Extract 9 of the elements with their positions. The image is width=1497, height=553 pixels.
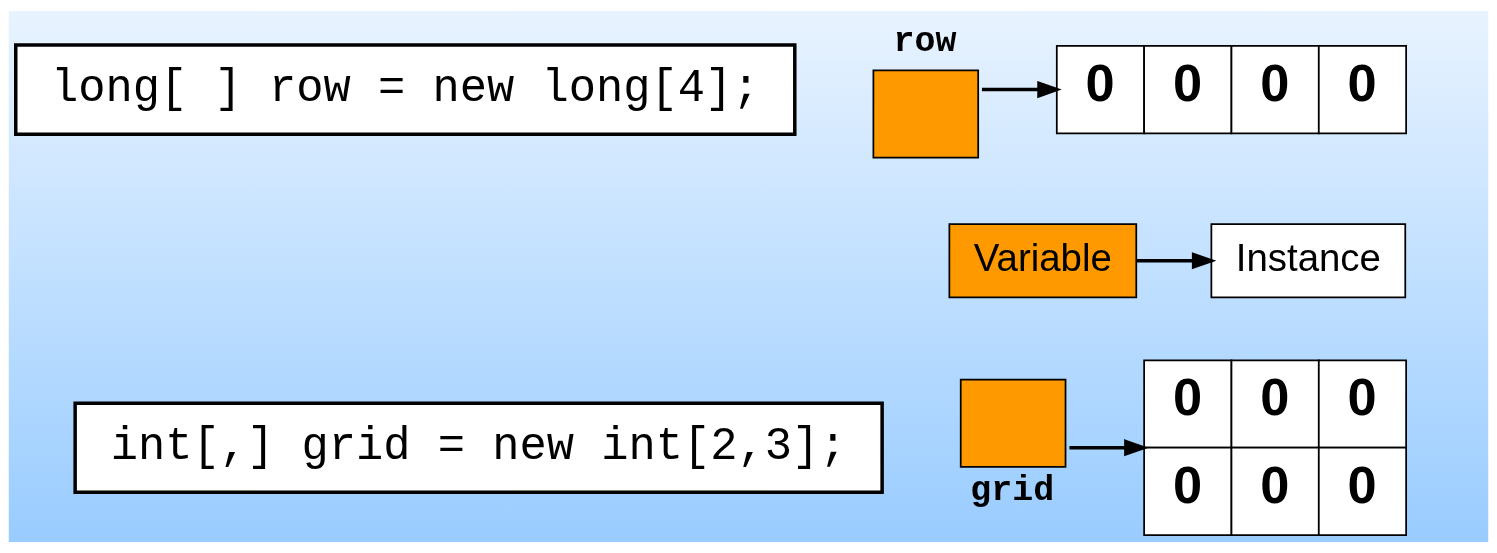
node-box: long[ ] row = new long[4]; [14, 43, 797, 136]
arrow [981, 81, 1062, 99]
node-box: Variable [948, 223, 1138, 299]
arrow [1069, 439, 1149, 457]
node-label: grid [970, 471, 1055, 511]
node-box: Instance [1210, 223, 1407, 299]
arrow [1136, 252, 1217, 270]
node-box: int[,] grid = new int[2,3]; [73, 401, 884, 494]
node-label: row [893, 22, 957, 62]
